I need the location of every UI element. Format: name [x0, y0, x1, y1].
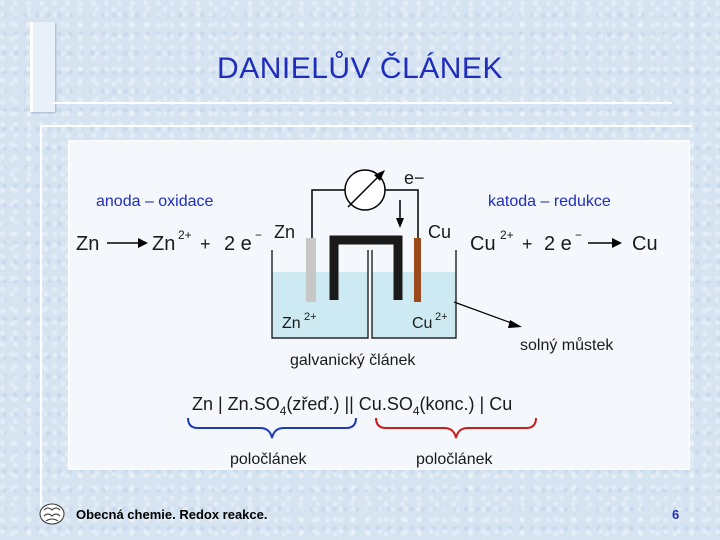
cathode-label: katoda – redukce [488, 193, 611, 210]
cathode-plus: + [522, 234, 533, 254]
reaction-arrow-left [107, 238, 148, 248]
cu-electrode-label: Cu [428, 222, 451, 242]
brain-logo-icon [39, 503, 65, 525]
zn-electrode-label: Zn [274, 222, 295, 242]
cu-electrode [414, 238, 421, 302]
circuit-wire [311, 189, 345, 238]
zn-electrode [306, 238, 316, 302]
anode-label: anoda – oxidace [96, 193, 214, 210]
half-cell-right-label: poločlánek [416, 451, 494, 468]
cell-caption: galvanický článek [290, 352, 416, 369]
salt-bridge [329, 235, 403, 300]
brace-right [375, 417, 537, 439]
cathode-cu-charge: 2+ [500, 228, 514, 242]
voltmeter-icon [344, 169, 386, 211]
cathode-cu: Cu [632, 233, 658, 255]
half-cell-left-label: poločlánek [230, 451, 308, 468]
brace-left [187, 417, 357, 439]
anode-zn-ion: Zn [152, 233, 175, 255]
cell-scheme: Zn | Zn.SO4(zřeď.) || Cu.SO4(konc.) | Cu [192, 394, 512, 418]
decor-side-bar [30, 22, 55, 112]
salt-bridge-pointer [453, 301, 522, 328]
page-number: 6 [672, 507, 680, 522]
anode-zn-charge: 2+ [178, 228, 192, 242]
cathode-cu-ion: Cu [470, 233, 496, 255]
circuit-wire-right [385, 189, 419, 238]
anode-zn: Zn [76, 233, 99, 255]
reaction-arrow-right [588, 238, 622, 248]
panel-frame [40, 125, 692, 507]
beaker-left [271, 250, 369, 339]
cathode-electron-charge: − [575, 228, 582, 242]
slide-title: DANIELŮV ČLÁNEK [217, 52, 503, 85]
salt-bridge-label: solný můstek [520, 336, 614, 354]
zn-solution-charge: 2+ [304, 311, 317, 323]
cu-solution-label: Cu [412, 315, 432, 332]
electron-label: e− [404, 168, 425, 188]
cathode-electrons: 2 e [544, 233, 572, 255]
anode-plus: + [200, 234, 211, 254]
electron-arrow [396, 200, 404, 228]
anode-electron-charge: − [255, 228, 262, 242]
zn-solution-label: Zn [282, 315, 301, 332]
cu-solution-charge: 2+ [435, 311, 448, 323]
title-underline [52, 40, 672, 104]
anode-electrons: 2 e [224, 233, 252, 255]
footer-course: Obecná chemie. Redox reakce. [76, 507, 268, 522]
